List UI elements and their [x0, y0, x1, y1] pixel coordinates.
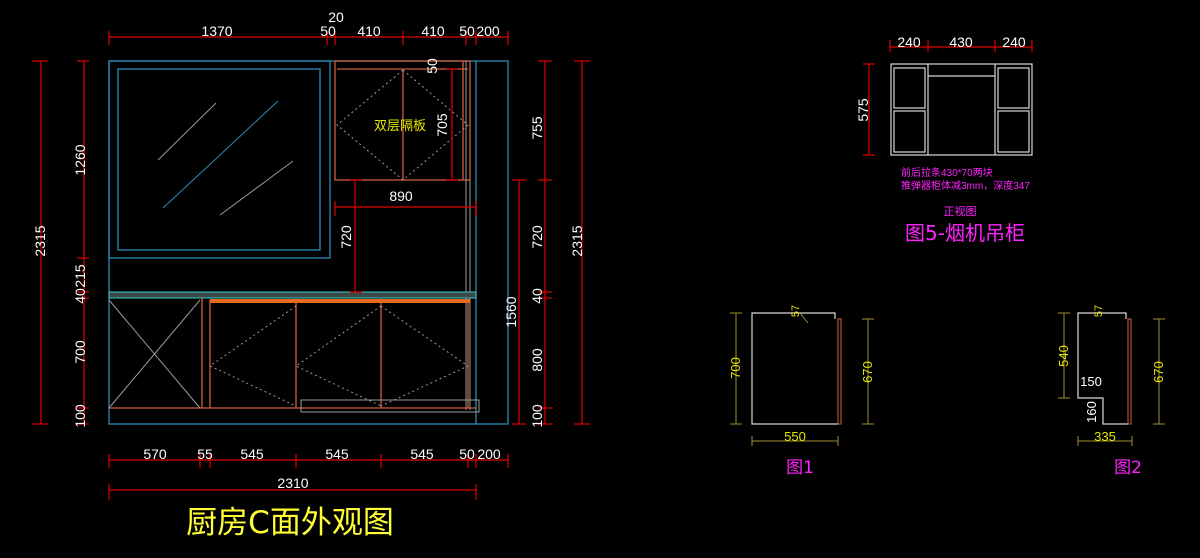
dim-label: 1260: [72, 144, 88, 175]
dim-ticks: [108, 31, 509, 45]
fig2-dim-lines: [1058, 312, 1165, 446]
dim-label: 50: [424, 58, 440, 74]
dim-label: 545: [410, 446, 434, 462]
dim-label: 55: [197, 446, 213, 462]
bottom-dim-lines: [108, 454, 509, 500]
dim-label: 40: [72, 288, 88, 304]
dim-label: 540: [1056, 345, 1071, 367]
dim-label: 700: [728, 357, 743, 379]
dim-label: 755: [529, 116, 545, 140]
shelf-label: 双层隔板: [374, 118, 426, 133]
dim-label: 200: [477, 446, 501, 462]
dim-label: 50: [459, 446, 475, 462]
dim-label: 57: [1093, 305, 1105, 317]
kickboard: [300, 399, 480, 413]
fig5-view-label: 正视图: [944, 204, 977, 218]
fig2-title: 图2: [1114, 458, 1142, 478]
fig5-title: 图5-烟机吊柜: [905, 221, 1025, 245]
dim-label: 700: [72, 340, 88, 364]
main-view-title: 厨房C面外观图: [186, 505, 394, 541]
dim-label: 545: [325, 446, 349, 462]
dim-label: 720: [338, 225, 354, 249]
glass-hatch: [162, 100, 279, 209]
door-swing: [295, 305, 382, 407]
fig1-title: 图1: [786, 458, 814, 478]
dim-label: 410: [421, 23, 445, 39]
dim-label: 2315: [569, 225, 585, 256]
fig2-door: [1127, 318, 1132, 425]
dim-label: 720: [529, 225, 545, 249]
dim-label: 150: [1080, 374, 1102, 389]
dim-label: 160: [1084, 401, 1099, 423]
left-dim-lines: [32, 60, 89, 425]
dim-label: 50: [320, 23, 336, 39]
dim-label: 800: [529, 348, 545, 372]
dim-label: 2310: [277, 475, 308, 491]
fig5-hood-cabinet: 240 430 240 575 前后拉条430*70两块 推弹器柜体减3mm，深…: [855, 34, 1033, 245]
dim-label: 20: [328, 9, 344, 25]
fig1-section: 700 670 550 57 图1: [728, 305, 875, 478]
fig2-section: 540 670 335 57 150 160 图2: [1056, 305, 1166, 478]
dim-label: 1370: [201, 23, 232, 39]
countertop-edge: [210, 299, 470, 303]
dim-label: 200: [476, 23, 500, 39]
inner-dim-lines: [334, 68, 477, 293]
dim-label: 670: [860, 361, 875, 383]
dim-label: 705: [434, 113, 450, 137]
open-bay-cross: [108, 299, 201, 409]
door-swing: [380, 305, 470, 407]
dim-label: 100: [72, 404, 88, 428]
fig5-cabinet-outline: [890, 63, 1033, 156]
countertop: [108, 291, 477, 299]
window-glass: [117, 68, 321, 251]
fig5-dim-lines: [863, 40, 1033, 156]
door-swing: [402, 69, 469, 181]
fig2-outline: [1077, 312, 1128, 425]
dim-label: 575: [855, 98, 871, 122]
main-elevation: 双层隔板 1370 50 20 410 410 50 200: [32, 9, 590, 541]
door-swing: [336, 69, 404, 181]
dim-label: 240: [897, 34, 921, 50]
dim-label: 890: [389, 188, 413, 204]
dim-label: 430: [949, 34, 973, 50]
dim-label: 40: [529, 288, 545, 304]
fig1-outline: [751, 312, 838, 425]
fig5-note: 前后拉条430*70两块: [901, 166, 993, 179]
door-swing: [209, 305, 297, 407]
fig5-note: 推弹器柜体减3mm，深度347: [901, 179, 1030, 192]
dim-label: 215: [72, 264, 88, 288]
fig1-door: [837, 318, 842, 425]
fig1-dim-lines: [730, 312, 874, 446]
window-frame: [108, 60, 331, 259]
dim-label: 335: [1094, 429, 1116, 444]
dim-label: 240: [1002, 34, 1026, 50]
dim-label: 545: [240, 446, 264, 462]
dim-label: 2315: [32, 225, 48, 256]
dim-label: 100: [529, 404, 545, 428]
dim-label: 50: [459, 23, 475, 39]
dim-label: 670: [1151, 361, 1166, 383]
dim-label: 550: [784, 429, 806, 444]
dim-label: 57: [790, 305, 802, 317]
dim-label: 570: [143, 446, 167, 462]
glass-hatch: [219, 160, 294, 216]
glass-hatch: [157, 102, 217, 161]
right-dim-lines: [512, 60, 590, 425]
dim-label: 1560: [503, 296, 519, 327]
dim-label: 410: [357, 23, 381, 39]
